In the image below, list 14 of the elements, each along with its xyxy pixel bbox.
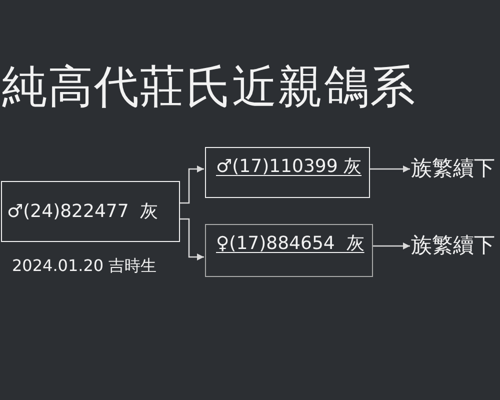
arrow: [373, 242, 410, 250]
arrow: [180, 166, 204, 204]
pigeon-label: ♀(17)884654 灰: [216, 234, 364, 254]
note-text: 族繁續下: [411, 154, 497, 184]
pigeon-label: ♂(17)110399 灰: [216, 157, 362, 177]
note-text: 族繁續下: [411, 231, 497, 261]
pigeon-box: [1, 181, 180, 242]
arrow: [370, 166, 410, 172]
title: 純高代莊氏近親鴿系: [2, 62, 416, 112]
pigeon-box: [205, 147, 370, 198]
pigeon-box: [205, 224, 373, 277]
date-label: 2024.01.20 吉時生: [12, 257, 157, 275]
arrow: [180, 218, 204, 260]
pigeon-label: ♂(24)822477 灰: [7, 202, 158, 222]
